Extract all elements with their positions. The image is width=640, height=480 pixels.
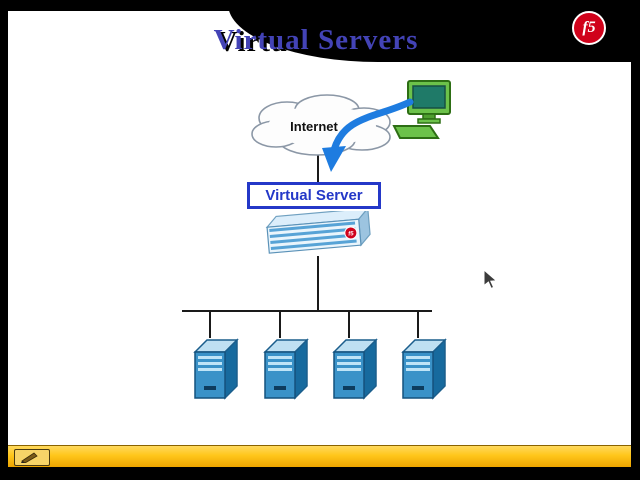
pencil-glyph xyxy=(21,452,38,463)
mouse-cursor xyxy=(483,269,498,290)
f5-appliance-icon: f5 xyxy=(265,211,371,254)
virtual-server-box: Virtual Server xyxy=(247,182,381,209)
client-computer-icon xyxy=(392,80,451,139)
internet-label: Internet xyxy=(290,119,338,134)
server-tower xyxy=(193,338,239,400)
server-tower xyxy=(401,338,447,400)
annotation-pen-icon[interactable] xyxy=(14,449,50,466)
server-tower xyxy=(263,338,309,400)
drop-line-4 xyxy=(417,311,419,338)
virtual-server-label: Virtual Server xyxy=(265,187,363,204)
connector-vs-to-bus xyxy=(317,256,319,311)
server-bus-line xyxy=(182,310,432,312)
server-tower xyxy=(332,338,378,400)
request-arrow xyxy=(322,98,414,172)
header-decoration xyxy=(228,0,640,62)
slide-title: Virtual Servers xyxy=(213,24,419,56)
bottom-bar xyxy=(8,445,631,467)
connector-cloud-to-vs xyxy=(317,150,319,183)
internet-cloud: Internet xyxy=(251,94,391,156)
drop-line-2 xyxy=(279,311,281,338)
f5-logo: f5 xyxy=(572,11,606,45)
drop-line-3 xyxy=(348,311,350,338)
drop-line-1 xyxy=(209,311,211,338)
appliance-badge: f5 xyxy=(348,231,354,237)
f5-logo-text: f5 xyxy=(582,19,596,36)
